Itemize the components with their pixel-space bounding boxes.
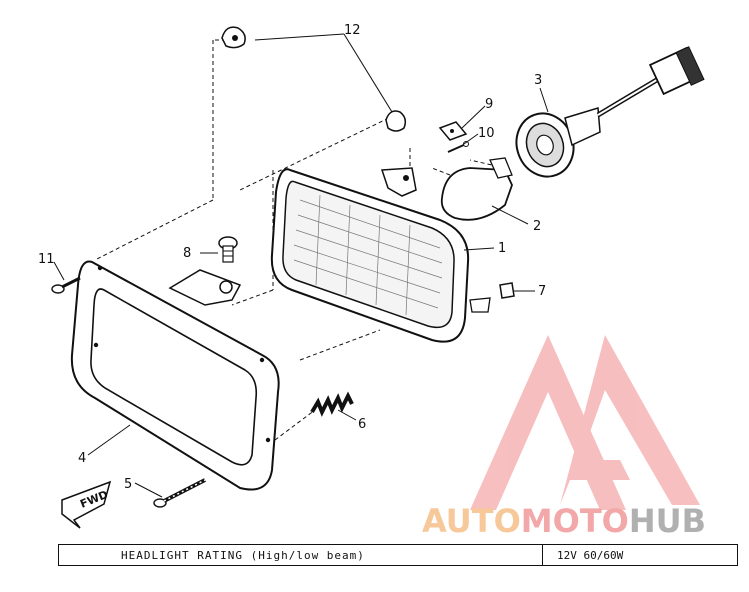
screw-5 [153,478,206,508]
callout-lines [53,33,549,498]
headlight-rating-table: HEADLIGHT RATING (High/low beam) 12V 60/… [58,544,738,566]
callout-3: 3 [534,73,542,88]
watermark-text: AUTOMOTOHUB [422,505,706,537]
screw-8 [218,236,238,263]
pin-10 [447,141,469,153]
watermark-part-moto: MOTO [520,502,629,540]
holder-9 [438,121,468,141]
callout-8: 8 [183,246,191,261]
watermark-part-auto: AUTO [422,502,521,540]
callout-4: 4 [78,451,86,466]
watermark-logo [470,335,700,510]
callout-5: 5 [124,477,132,492]
socket-harness [515,46,705,178]
spring-6 [310,391,354,417]
callout-11: 11 [38,252,55,267]
headlight-rim [70,260,280,491]
callout-1: 1 [498,241,506,256]
callout-9: 9 [485,97,493,112]
callout-6: 6 [358,417,366,432]
rating-label: HEADLIGHT RATING (High/low beam) [121,548,365,562]
callout-2: 2 [533,219,541,234]
clip-7 [499,282,515,299]
callout-10: 10 [478,126,495,141]
grommet-lower [385,110,407,132]
callout-12: 12 [344,23,361,38]
sealed-beam-unit [270,167,491,343]
watermark-part-hub: HUB [628,502,707,540]
fwd-arrow: FWD [61,480,112,529]
callout-numbers: 12 3 9 10 2 1 7 8 11 6 4 5 [38,23,546,492]
callout-7: 7 [538,284,546,299]
rating-value: 12V 60/60W [542,545,737,565]
grommet-upper [221,26,246,49]
screw-11 [51,276,81,294]
